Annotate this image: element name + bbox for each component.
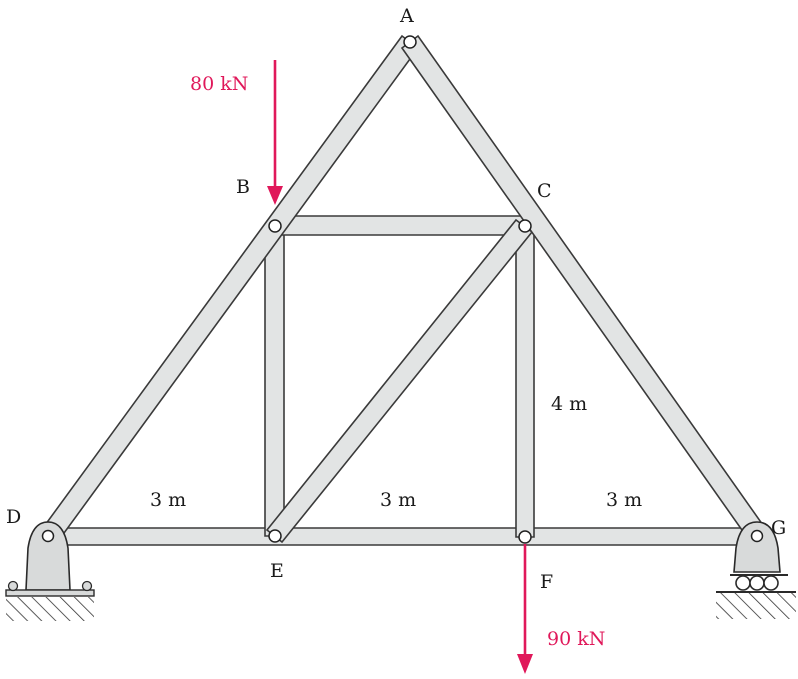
load-label-F: 90 kN <box>547 628 605 650</box>
load-arrow-F <box>517 544 533 674</box>
pin-F <box>518 530 532 544</box>
pin-B <box>268 219 282 233</box>
joint-pins <box>41 35 764 544</box>
joint-label-D: D <box>6 506 21 528</box>
member-BC <box>274 215 526 236</box>
dimension-label-DE: 3 m <box>150 489 186 511</box>
pin-A <box>403 35 417 49</box>
joint-label-C: C <box>537 180 552 202</box>
joint-label-B: B <box>236 176 250 198</box>
member-AG <box>400 34 767 542</box>
roller-support-G <box>716 521 796 619</box>
pin-G <box>750 529 764 543</box>
joint-label-G: G <box>771 517 786 539</box>
member-DA <box>38 34 420 546</box>
dimension-label-CF: 4 m <box>551 393 587 415</box>
member-BE <box>264 225 285 537</box>
dimension-label-EF: 3 m <box>380 489 416 511</box>
truss-members <box>38 34 767 546</box>
member-CF <box>515 221 535 538</box>
joint-label-A: A <box>399 5 414 27</box>
joint-label-E: E <box>270 560 284 582</box>
pin-D <box>41 529 55 543</box>
load-label-B: 80 kN <box>190 73 248 95</box>
pin-C <box>518 219 532 233</box>
pin-support-D <box>5 521 95 621</box>
member-DG <box>47 527 758 546</box>
dimension-label-FG: 3 m <box>606 489 642 511</box>
pin-E <box>268 529 282 543</box>
joint-label-F: F <box>540 571 553 593</box>
load-arrow-B <box>267 60 283 205</box>
